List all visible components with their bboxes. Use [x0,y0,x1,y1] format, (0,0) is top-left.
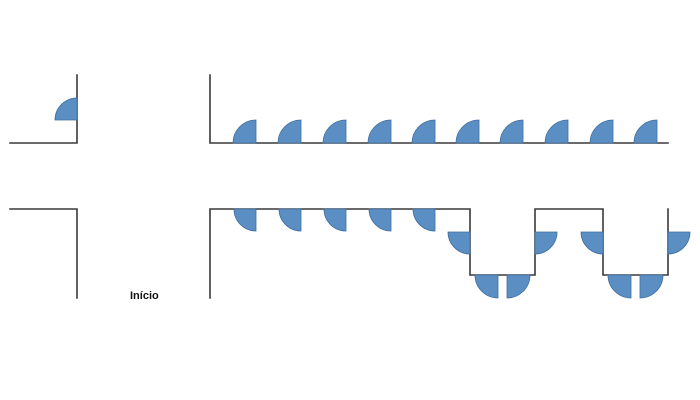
quarter-disc-marker [534,231,558,255]
half-disc-marker [277,119,302,144]
half-disc-marker [499,119,524,144]
half-disc-marker [455,119,480,144]
quarter-disc-marker [506,274,531,299]
half-disc-marker [322,119,347,144]
quarter-disc-marker [639,274,664,299]
quarter-disc-marker [474,274,499,299]
markers [54,97,691,299]
quarter-disc-marker [278,208,302,232]
quarter-disc-marker [667,231,691,255]
quarter-disc-marker [54,97,78,121]
quarter-disc-marker [323,208,347,232]
half-disc-marker [633,119,658,144]
half-disc-marker [589,119,614,144]
quarter-disc-marker [368,208,392,232]
half-disc-marker [232,119,257,144]
half-disc-marker [544,119,569,144]
quarter-disc-marker [607,274,632,299]
quarter-disc-marker [580,231,604,255]
start-label: Início [130,290,159,302]
walls [9,74,669,299]
half-disc-marker [411,119,436,144]
wall-bottom-left-corner [9,208,78,299]
quarter-disc-marker [233,208,257,232]
quarter-disc-marker [447,231,471,255]
quarter-disc-marker [412,208,436,232]
half-disc-marker [367,119,392,144]
